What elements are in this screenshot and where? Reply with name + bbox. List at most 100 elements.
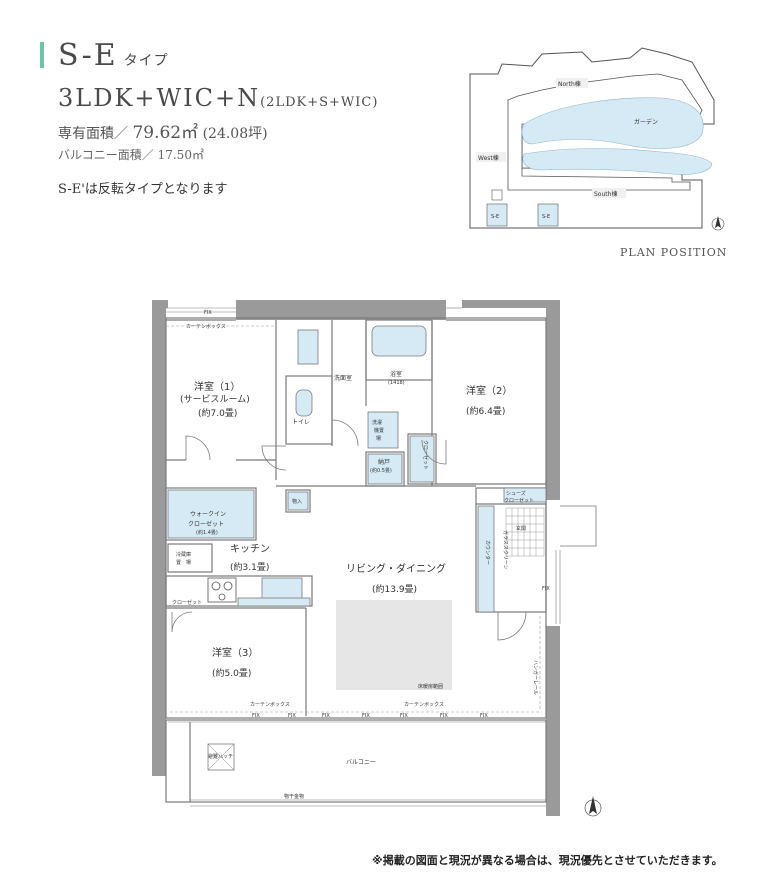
- fix-bottom-5: FIX: [400, 713, 408, 719]
- room2-name: 洋室（2）: [466, 384, 512, 397]
- unit-label-2: S-E: [542, 214, 550, 220]
- garden-label: ガーデン: [634, 118, 658, 126]
- notch: [491, 189, 503, 201]
- west-label-bg: [476, 152, 506, 162]
- balcony-area-row: バルコニー面積／ 17.50㎡: [58, 146, 204, 163]
- type-name: S-E: [58, 38, 118, 73]
- nando-size: (約0.5畳): [370, 467, 392, 474]
- counter-fill: [477, 505, 495, 613]
- stove: [207, 577, 237, 603]
- shoes-label-2: クローゼット: [504, 497, 534, 504]
- balcony-outline: [165, 719, 547, 803]
- fridge-label-1: 冷蔵庫: [176, 551, 191, 558]
- area-label: 専有面積／: [58, 126, 128, 142]
- bath-size: (1418): [388, 380, 405, 386]
- room3-size: (約5.0畳): [212, 667, 251, 679]
- room2-size: (約6.4畳): [466, 405, 505, 417]
- door-washroom: [331, 419, 359, 447]
- plan-position-label: PLAN POSITION: [620, 246, 728, 259]
- closet-room3-label: クローゼット: [172, 599, 202, 606]
- fix-bottom-4: FIX: [362, 713, 370, 719]
- accent-bar: [40, 42, 44, 68]
- washroom-label: 洗面室: [334, 374, 352, 382]
- evac-hatch-icon: [207, 743, 235, 771]
- door-toilet: [261, 445, 287, 471]
- storage-label: 物入: [292, 498, 302, 505]
- footer-note: ※掲載の図面と現況が異なる場合は、現況優先とさせていただきます。: [372, 854, 723, 867]
- fix-top: FIX: [204, 310, 212, 316]
- reverse-note: S-E'は反転タイプとなります: [58, 182, 228, 197]
- fix-bottom-1: FIX: [252, 713, 260, 719]
- wall-right-upper: [546, 300, 560, 500]
- layout-sub: (2LDK+S+WIC): [260, 95, 379, 110]
- curtain-box-bottom-right: カーテンボックス: [404, 701, 444, 708]
- kitchen-size: (約3.1畳): [230, 561, 269, 573]
- fix-bottom-2: FIX: [288, 713, 296, 719]
- floor-heating-area: [336, 600, 452, 690]
- plan-position-map: S-E S-E North棟 West棟 South棟 ガーデン: [469, 47, 725, 231]
- fix-bottom-6: FIX: [440, 713, 448, 719]
- rail-label: ハンガーレール: [532, 660, 539, 695]
- nando-label: 納戸: [378, 458, 390, 466]
- room1-name: 洋室（1）: [194, 380, 240, 393]
- layout-title: 3LDK+WIC+N(2LDK+S+WIC): [58, 84, 378, 112]
- wall-top-mid: [236, 300, 446, 320]
- kitchen-name: キッチン: [230, 543, 270, 555]
- type-title: S-E タイプ: [58, 38, 169, 73]
- evac-hatch-label: 避難ハッチ: [208, 753, 233, 760]
- unit-marker-1: [486, 203, 508, 227]
- room3-name: 洋室（3）: [212, 646, 258, 659]
- area-tsubo: (24.08坪): [202, 126, 268, 142]
- layout-main: 3LDK+WIC+N: [58, 84, 261, 112]
- entrance-tiles: [505, 507, 545, 557]
- wall-top-left: [152, 300, 168, 308]
- closet-room2-label: クローゼット: [422, 440, 429, 470]
- glass-screen-label: ガラススクリーン: [502, 530, 509, 570]
- room1-size: (約7.0畳): [198, 407, 237, 419]
- south-label-bg: [592, 188, 626, 198]
- door-room2: [421, 439, 447, 465]
- door-ldk: [497, 611, 527, 641]
- room1-sub: (サービスルーム): [180, 394, 250, 405]
- nando-fill: [367, 453, 403, 485]
- kitchen-strip: [237, 597, 311, 607]
- north-arrow-needle-icon: [715, 216, 721, 228]
- evac-hatch: [207, 743, 235, 771]
- ld-name: リビング・ダイニング: [346, 562, 446, 575]
- bath-label: 浴室: [390, 370, 402, 378]
- hose-label: 物干金物: [284, 793, 304, 800]
- toilet-label: トイレ: [292, 419, 310, 426]
- wic-label-1: ウォークイン: [190, 510, 226, 518]
- entrance-label: 玄関: [516, 525, 526, 532]
- wall-left: [152, 300, 166, 776]
- toilet-fixture: [295, 389, 313, 417]
- south-wing-label: South棟: [594, 190, 617, 198]
- wall-top-right: [462, 300, 560, 308]
- curtain-box-top: カーテンボックス: [186, 323, 226, 330]
- type-suffix: タイプ: [123, 53, 169, 69]
- balcony-label: バルコニー: [346, 759, 376, 766]
- fix-right: FIX: [542, 586, 550, 592]
- curtain-box-bottom-left: カーテンボックス: [250, 701, 290, 708]
- north-needle-bottom-icon: [589, 796, 597, 814]
- wic-label-2: クローゼット: [188, 520, 224, 528]
- fix-bottom-7: FIX: [480, 713, 488, 719]
- garden-pond-1: [521, 97, 704, 149]
- storage-fill: [287, 491, 309, 511]
- washer-label-3: 場: [376, 435, 381, 442]
- door-entrance: [560, 505, 597, 547]
- wash-basin: [297, 329, 319, 365]
- wic-size: (約1.4畳): [196, 529, 218, 536]
- wic-fill: [167, 489, 255, 539]
- wall-right-lower: [546, 626, 560, 720]
- unit-label-1: S-E: [491, 214, 499, 220]
- fix-bottom-3: FIX: [322, 713, 330, 719]
- shoes-label-1: シューズ: [506, 490, 526, 497]
- north-wing-label: North棟: [558, 80, 581, 88]
- shoes-closet-fill: [503, 487, 547, 503]
- washer-label-2: 機置: [374, 427, 384, 434]
- bathtub: [371, 325, 427, 357]
- unit-marker-2: [537, 203, 559, 227]
- balcony-label: バルコニー面積／: [58, 148, 154, 162]
